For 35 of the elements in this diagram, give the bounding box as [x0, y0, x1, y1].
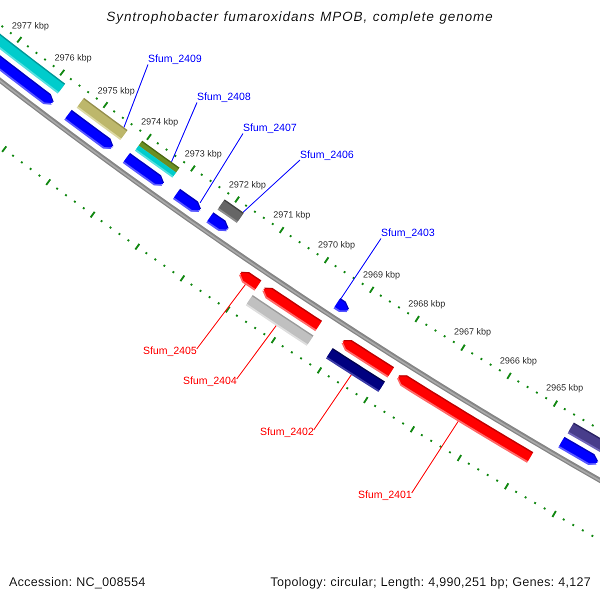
- gene-label: Sfum_2406: [300, 150, 354, 160]
- leader-line: [200, 133, 244, 204]
- gene-label: Sfum_2407: [243, 123, 297, 134]
- gene-bar: [246, 294, 314, 346]
- footer-text: Accession: NC_008554: [9, 576, 146, 588]
- gene-bar: [172, 188, 202, 212]
- scale-label: 2974 kbp: [141, 118, 178, 127]
- leader-line: [171, 102, 198, 162]
- gene-label: Sfum_2405: [143, 346, 197, 356]
- leader-line: [313, 374, 352, 430]
- gene-label: Sfum_2409: [148, 54, 202, 64]
- scale-label: 2976 kbp: [54, 54, 92, 63]
- gene-label: Sfum_2402: [260, 427, 314, 438]
- scale-label: 2971 kbp: [273, 210, 310, 220]
- title: Syntrophobacter fumaroxidans MPOB, complete genome: [106, 10, 494, 24]
- leader-line: [236, 325, 277, 380]
- leader-line: [196, 284, 246, 350]
- scale-label: 2970 kbp: [318, 240, 356, 250]
- leader-line: [411, 421, 459, 494]
- scale-label: 2977 kbp: [12, 21, 49, 30]
- gene-bar: [238, 272, 262, 291]
- leader-line: [123, 64, 148, 128]
- gene-bar: [326, 348, 386, 392]
- gene-label: Sfum_2401: [358, 490, 412, 500]
- gene-label: Sfum_2408: [197, 92, 251, 102]
- leader-line: [242, 160, 300, 213]
- scale-label: 2968 kbp: [408, 299, 446, 308]
- gene-label: Sfum_2403: [381, 228, 435, 238]
- leader-line: [340, 238, 382, 299]
- gene-bar: [396, 375, 534, 463]
- gene-label: Sfum_2404: [183, 376, 237, 386]
- scale-label: 2965 kbp: [546, 384, 584, 393]
- gene-bar: [333, 298, 350, 312]
- scale-label: 2967 kbp: [454, 328, 492, 337]
- footer-text: Topology: circular; Length: 4,990,251 bp; Genes: 4,127: [270, 576, 591, 588]
